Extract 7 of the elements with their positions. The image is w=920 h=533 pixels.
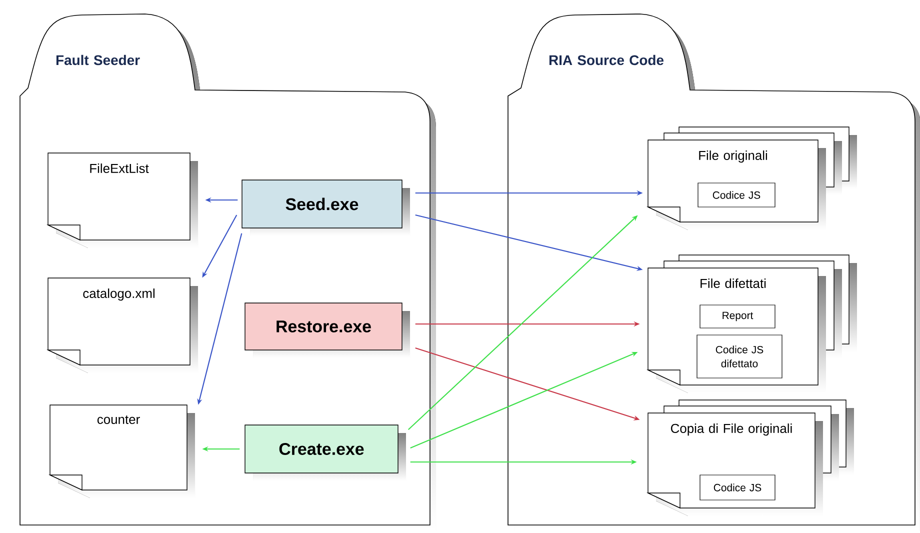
content-box: Codice JS [698,182,776,208]
program-box: Seed.exe [242,180,410,236]
program-box: Create.exe [244,424,406,481]
program-box: Restore.exe [244,302,410,358]
content-box: Codice JS difettato [696,334,782,378]
content-box: Report [700,304,776,328]
content-box: Codice JS [700,474,776,500]
